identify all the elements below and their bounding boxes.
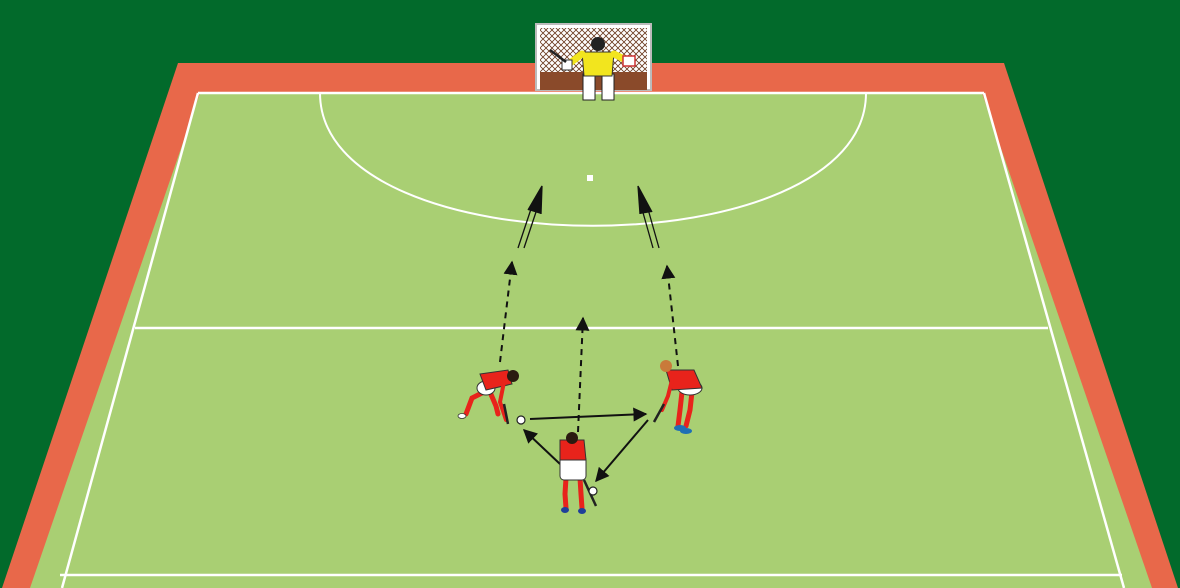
shot-arrow-icon — [517, 185, 543, 249]
pass-arrow-icon — [522, 429, 561, 465]
shot-arrow-icon — [637, 185, 660, 249]
goalkeeper-icon — [549, 37, 636, 101]
pass-arrow-icon — [529, 407, 648, 422]
pass-arrows — [522, 407, 649, 483]
field-player-icon — [457, 369, 519, 425]
run-arrow-icon — [661, 264, 679, 367]
shooting-circle — [319, 92, 867, 227]
pitch-surface — [30, 93, 1152, 588]
field-player-icon — [652, 360, 703, 434]
ball-icon — [588, 486, 598, 496]
ball-icon — [516, 415, 526, 425]
run-arrow-icon — [575, 316, 590, 433]
penalty-spot — [587, 175, 593, 181]
right-sideline — [982, 92, 1126, 588]
run-arrows — [499, 260, 679, 433]
field-player-icon — [559, 432, 598, 514]
run-arrow-icon — [499, 260, 518, 363]
shot-arrows — [517, 185, 660, 249]
pass-arrow-icon — [595, 419, 649, 483]
left-sideline — [60, 92, 200, 588]
